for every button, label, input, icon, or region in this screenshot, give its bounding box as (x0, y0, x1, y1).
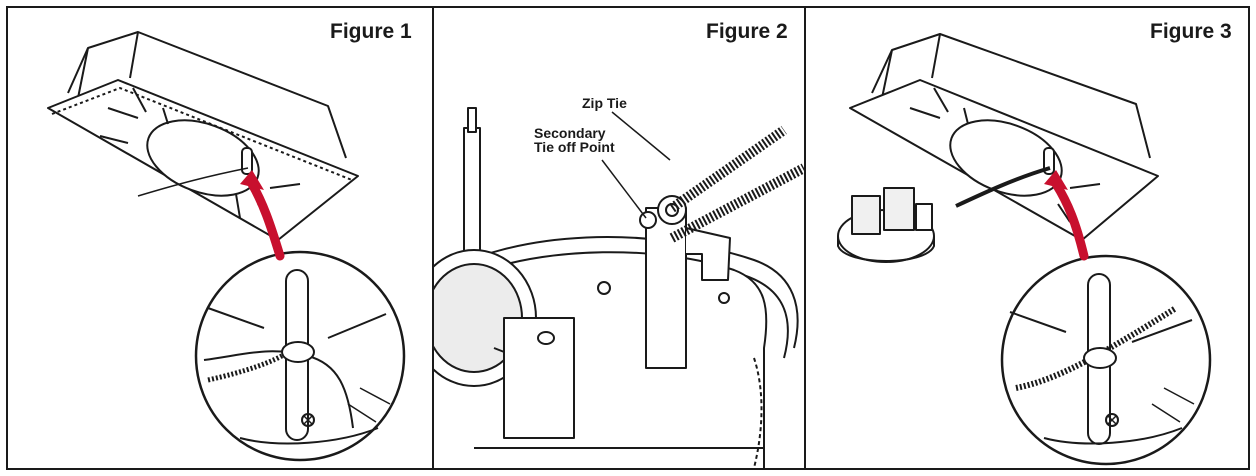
figure-3-title: Figure 3 (1150, 20, 1232, 43)
detail-zip-tie (1015, 305, 1178, 391)
secondary-callout-line-1: Secondary (534, 125, 606, 141)
figure-3-illustration (837, 33, 1212, 466)
safety-wire (137, 167, 249, 197)
figure-3-panel: Figure 3 (806, 8, 1248, 468)
figure-2-title: Figure 2 (706, 20, 788, 43)
figure-1-panel: Figure 1 (8, 8, 432, 468)
zip-tie-line (955, 166, 1051, 208)
tie-post (241, 147, 253, 175)
figure-frame: Figure 1 (6, 6, 1250, 470)
panel-divider (804, 8, 806, 468)
panel-divider (432, 8, 434, 468)
zip-tie-band (669, 125, 787, 213)
secondary-callout-line-2: Tie off Point (534, 139, 615, 155)
speaker-cutout (146, 119, 260, 197)
figure-1-illustration (47, 31, 406, 462)
figure-1-title: Figure 1 (330, 20, 412, 43)
secondary-leader (601, 159, 647, 219)
zip-tie-leader (611, 111, 671, 161)
figure-2-panel: Figure 2 Zip Tie Secondary Tie off Point (434, 8, 804, 468)
zip-tie-callout: Zip Tie (582, 95, 627, 111)
red-arrow-3 (1051, 179, 1089, 261)
secondary-tie-off-callout: Secondary Tie off Point (534, 126, 615, 154)
figure-2-illustration (434, 107, 804, 468)
red-arrow-1 (247, 179, 285, 261)
